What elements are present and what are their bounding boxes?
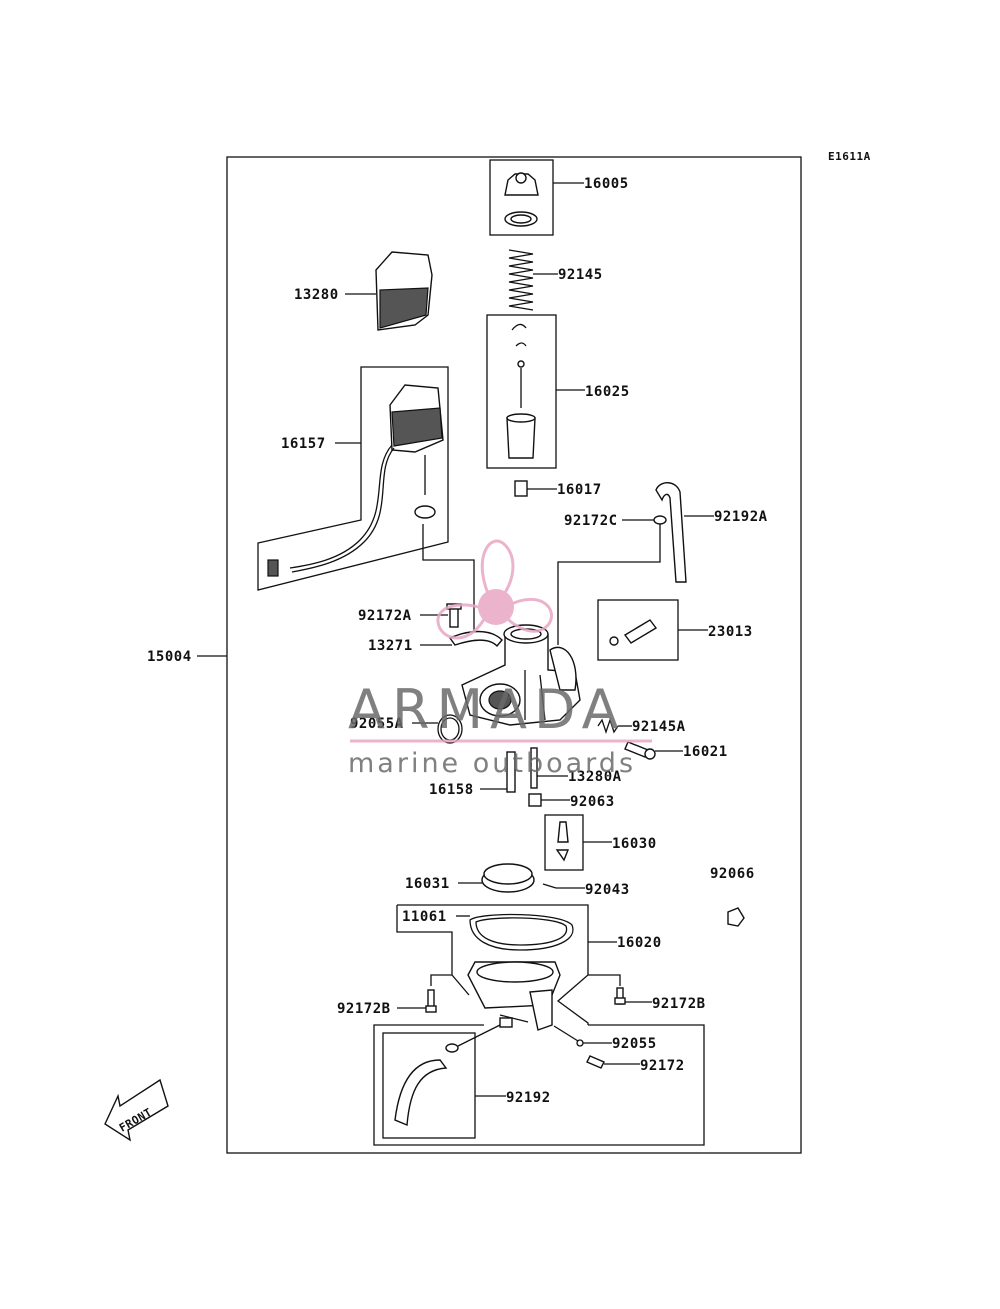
label-16021: 16021 [683, 744, 728, 760]
label-92192: 92192 [506, 1090, 551, 1106]
label-16017: 16017 [557, 482, 602, 498]
label-92055A: 92055A [350, 716, 404, 732]
part-16017-jet [514, 480, 557, 497]
label-92145A: 92145A [632, 719, 686, 735]
label-92172: 92172 [640, 1058, 685, 1074]
part-92172B-right-screw [588, 974, 652, 1005]
label-92055: 92055 [612, 1036, 657, 1052]
part-16021-screw [624, 741, 683, 760]
diagram-code: E1611A [828, 150, 871, 163]
leader-bowl-frame [396, 904, 589, 1025]
label-16158: 16158 [429, 782, 474, 798]
label-16157: 16157 [281, 436, 326, 452]
part-carburetor-body [461, 624, 581, 726]
part-16157-starter [257, 366, 449, 591]
drain-hose-frame [373, 1024, 705, 1146]
armada-watermark: ARMADA marine outboards [348, 539, 652, 779]
label-92043: 92043 [585, 882, 630, 898]
label-13280A: 13280A [568, 769, 622, 785]
label-16020: 16020 [617, 935, 662, 951]
part-16158-jet [480, 751, 516, 793]
part-92145-spring [508, 249, 558, 311]
part-92172B-left-screw [397, 974, 470, 1013]
label-92145: 92145 [558, 267, 603, 283]
part-92192A-hose [557, 482, 714, 645]
label-16031: 16031 [405, 876, 450, 892]
part-92172-screw [586, 1055, 640, 1069]
label-11061: 11061 [402, 909, 447, 925]
watermark-tagline: marine outboards [348, 748, 636, 779]
part-11061-gasket [456, 913, 574, 951]
part-92192-drain-hose [382, 1024, 506, 1139]
label-16030: 16030 [612, 836, 657, 852]
part-92055-oring [553, 1025, 612, 1047]
label-92172A: 92172A [358, 608, 412, 624]
label-92066: 92066 [710, 866, 755, 882]
part-92145A-spring [597, 717, 632, 735]
label-13280: 13280 [294, 287, 339, 303]
label-16025: 16025 [585, 384, 630, 400]
part-16030-float-valve [544, 814, 612, 871]
label-92172C: 92172C [564, 513, 618, 529]
part-92066-cap [727, 907, 745, 927]
label-92192A: 92192A [714, 509, 768, 525]
watermark-brand: ARMADA [348, 678, 626, 741]
part-92172A-screw [420, 603, 462, 628]
part-16005-cap [489, 159, 584, 236]
part-16031-float [458, 863, 535, 893]
part-13280-cover [345, 251, 433, 331]
front-arrow-icon: FRONT [104, 1078, 169, 1142]
label-15004: 15004 [147, 649, 192, 665]
label-13271: 13271 [368, 638, 413, 654]
assembly-frame [226, 156, 802, 1154]
part-92063-nut [528, 793, 570, 807]
part-16025-slide-set [486, 314, 585, 469]
label-92172B-right: 92172B [652, 996, 706, 1012]
part-13271-clamp [420, 630, 503, 648]
part-16020-float-bowl [467, 961, 561, 1031]
label-92172B-left: 92172B [337, 1001, 391, 1017]
part-92043-pin [542, 883, 585, 889]
label-92063: 92063 [570, 794, 615, 810]
leader-starter-body [422, 524, 475, 640]
part-13280A-rod [530, 747, 568, 789]
part-23013-set [597, 599, 708, 661]
label-16005: 16005 [584, 176, 629, 192]
label-23013: 23013 [708, 624, 753, 640]
propeller-logo-icon [436, 539, 553, 640]
